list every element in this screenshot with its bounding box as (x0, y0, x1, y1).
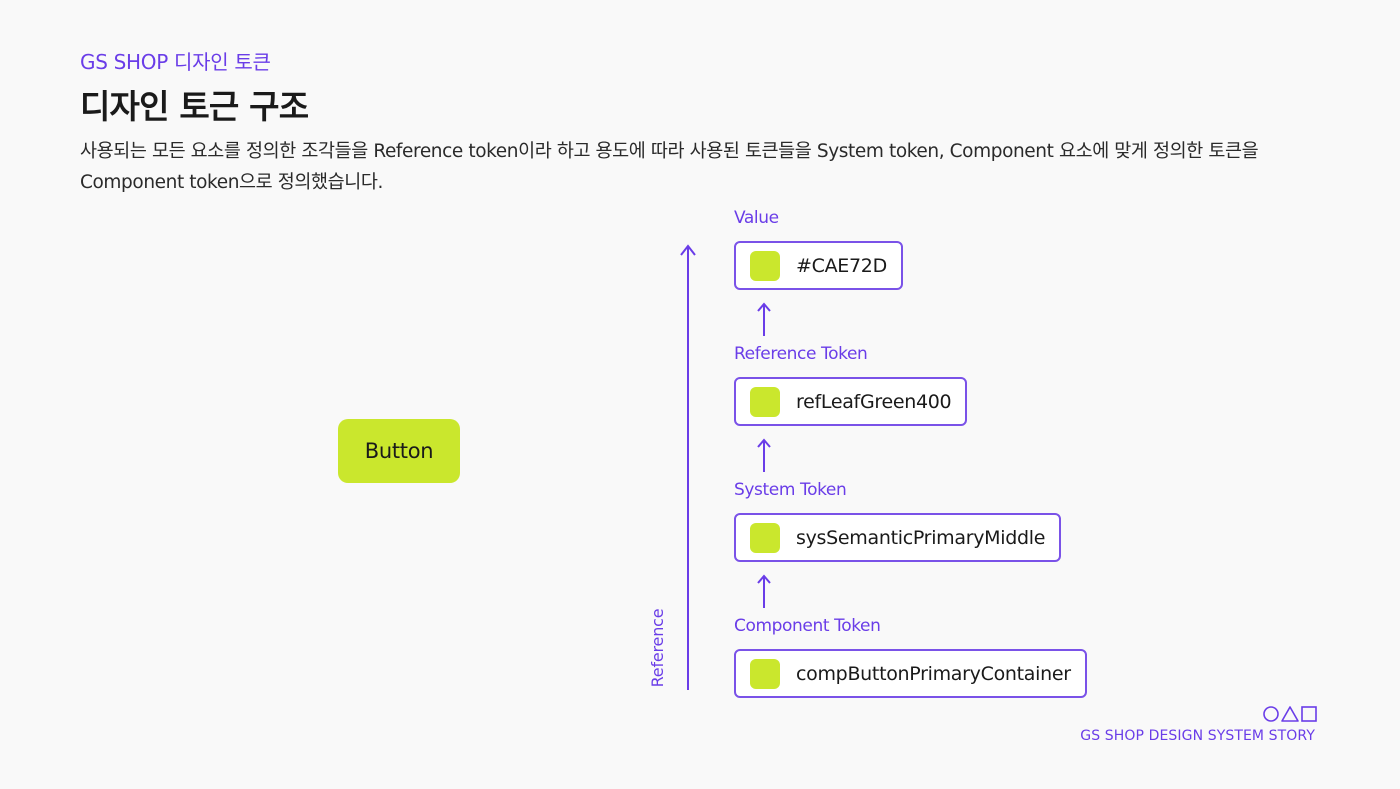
token-box-value: #CAE72D (734, 241, 903, 290)
color-swatch (750, 250, 780, 281)
level-label-reference-token: Reference Token (734, 344, 868, 364)
token-name: compButtonPrimaryContainer (796, 662, 1071, 685)
token-name: #CAE72D (796, 254, 887, 277)
token-name: sysSemanticPrimaryMiddle (796, 526, 1046, 549)
level-label-value: Value (734, 208, 779, 228)
page-description: 사용되는 모든 요소를 정의한 조각들을 Reference token이라 하… (80, 141, 1259, 193)
circle-icon (1263, 706, 1279, 722)
brand-mark-icon (1263, 706, 1317, 722)
arrow-up-icon (757, 302, 771, 336)
color-swatch (750, 386, 780, 417)
level-label-component-token: Component Token (734, 616, 881, 636)
triangle-icon (1281, 706, 1299, 722)
eyebrow-label: GS SHOP 디자인 토큰 (80, 50, 271, 74)
footer-brand: GS SHOP DESIGN SYSTEM STORY (1080, 728, 1315, 744)
page-title: 디자인 토근 구조 (80, 87, 309, 126)
token-name: refLeafGreen400 (796, 390, 952, 413)
arrow-up-icon (757, 574, 771, 608)
reference-axis-arrow-icon (680, 244, 696, 690)
sample-button[interactable]: Button (338, 419, 460, 483)
token-box-system: sysSemanticPrimaryMiddle (734, 513, 1062, 562)
axis-label-reference: Reference (648, 608, 667, 688)
token-box-component: compButtonPrimaryContainer (734, 649, 1087, 698)
level-label-system-token: System Token (734, 480, 847, 500)
color-swatch (750, 658, 780, 689)
arrow-up-icon (757, 438, 771, 472)
square-icon (1301, 706, 1317, 722)
color-swatch (750, 522, 780, 553)
token-box-reference: refLeafGreen400 (734, 377, 968, 426)
